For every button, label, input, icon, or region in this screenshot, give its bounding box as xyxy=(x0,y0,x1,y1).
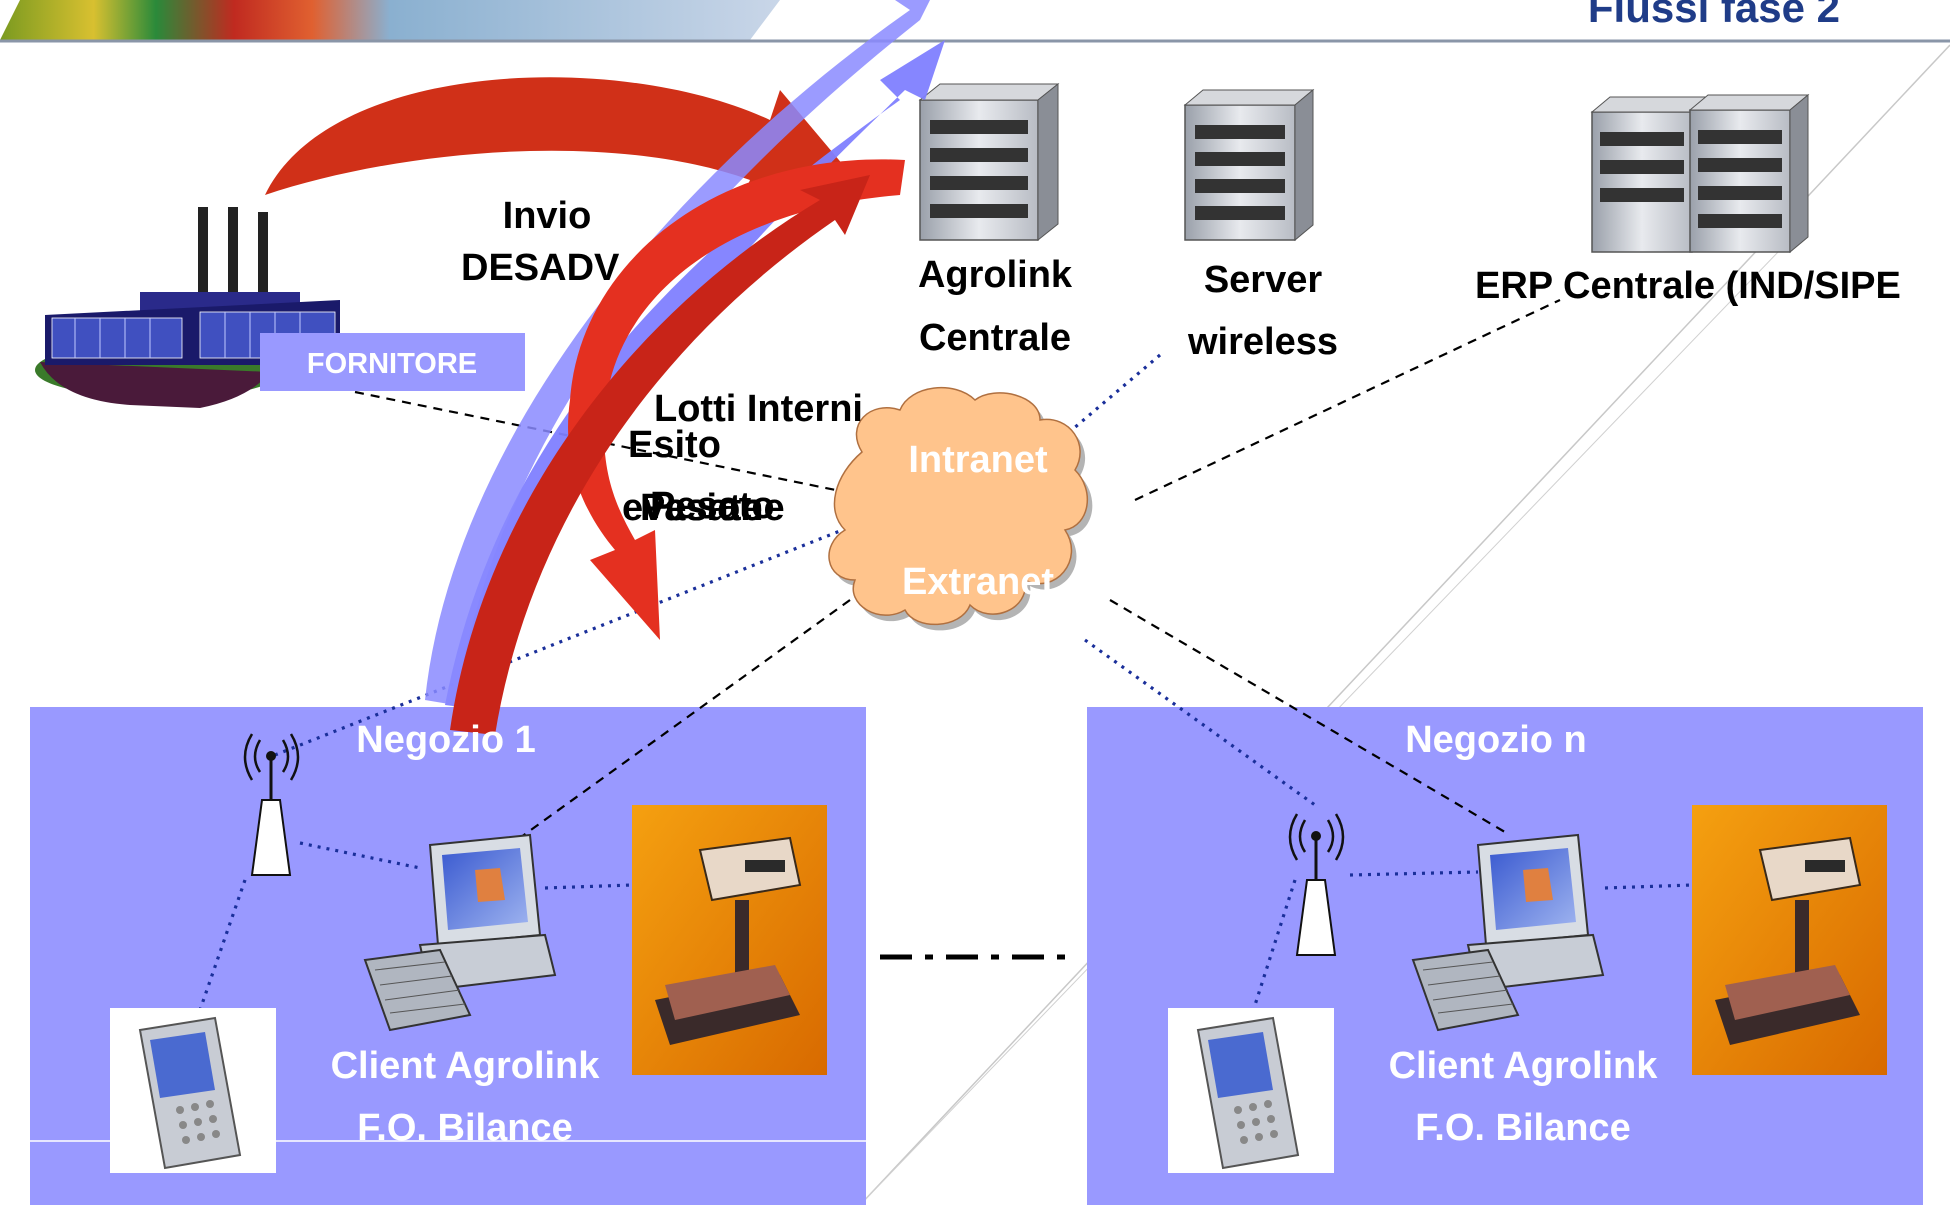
network-links-dotted xyxy=(198,353,1693,1011)
scale-icon-n xyxy=(1692,805,1887,1075)
slide-title: Flussi fase 2 xyxy=(1588,0,1840,31)
handheld-terminal-icon-n xyxy=(1168,1008,1334,1173)
flow-label-pesato: Pesato xyxy=(650,485,775,527)
flow-label-invio: Invio xyxy=(503,195,592,237)
storen-client-label-1: Client Agrolink xyxy=(1389,1045,1659,1087)
erp-centrale-label: ERP Centrale (IND/SIPE xyxy=(1475,265,1901,307)
server-icon-wireless xyxy=(1183,88,1315,242)
flow-arrow-invio-desadv xyxy=(265,77,860,215)
handheld-terminal-icon-1 xyxy=(110,1008,276,1173)
computer-icon-n xyxy=(1411,833,1605,1032)
agrolink-centrale-label-1: Agrolink xyxy=(918,254,1073,296)
server-wireless-label-2: wireless xyxy=(1187,321,1338,363)
flow-label-lotti-interni: Lotti Interni xyxy=(654,388,863,430)
store-title-1: Negozio 1 xyxy=(356,719,535,761)
store-title-n: Negozio n xyxy=(1405,719,1587,761)
supplier-label: FORNITORE xyxy=(307,348,477,380)
store1-client-label-1: Client Agrolink xyxy=(331,1045,601,1087)
factory-icon xyxy=(35,207,340,408)
wireless-antenna-icon-n xyxy=(1288,813,1345,956)
flow-label-evasione: evasione xyxy=(622,487,785,529)
agrolink-centrale-label-2: Centrale xyxy=(919,317,1071,359)
server-icon-agrolink xyxy=(918,82,1060,242)
flow-label-desadv: DESADV xyxy=(461,247,620,289)
flow-label-esito: Esito xyxy=(628,424,721,466)
scale-icon-1 xyxy=(632,805,827,1075)
server-wireless-label-1: Server xyxy=(1204,259,1323,301)
intranet-label: Intranet xyxy=(908,439,1048,481)
flow-arrow-red-pesato xyxy=(450,159,905,735)
extranet-label: Extranet xyxy=(902,561,1054,603)
wireless-antenna-icon-1 xyxy=(243,733,300,876)
store1-client-label-2: F.O. Bilance xyxy=(357,1107,572,1149)
header-banner: Flussi fase 2 xyxy=(0,0,1950,43)
supplier-label-box xyxy=(260,333,525,391)
flow-label-pesate: Pesate xyxy=(640,487,763,529)
storen-client-label-2: F.O. Bilance xyxy=(1415,1107,1630,1149)
network-cloud: Intranet Extranet xyxy=(828,387,1093,631)
server-cluster-icon-erp xyxy=(1590,93,1810,254)
computer-icon-1 xyxy=(363,833,557,1032)
